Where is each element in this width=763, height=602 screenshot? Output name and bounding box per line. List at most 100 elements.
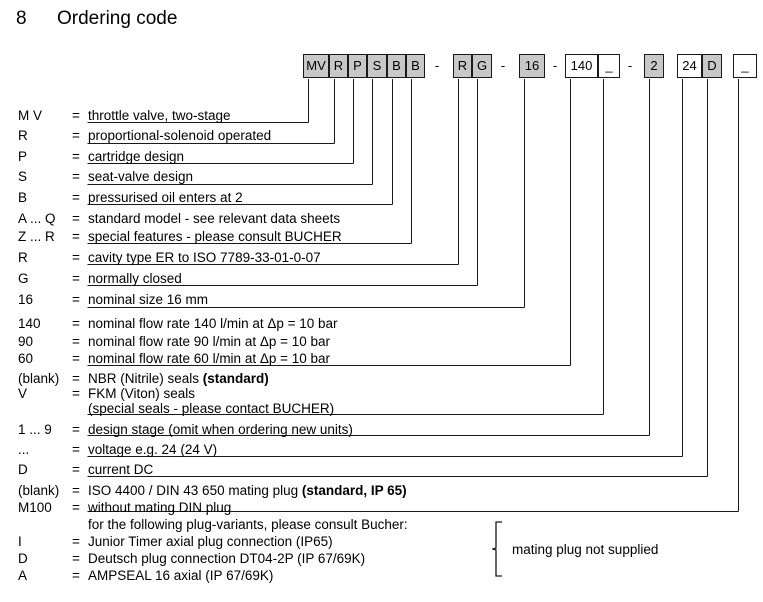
legend-row: M V=throttle valve, two-stage [0, 106, 500, 125]
legend-row-code: S [18, 169, 28, 184]
legend-row-equals: = [72, 351, 80, 366]
legend-row-equals: = [72, 316, 80, 331]
code-separator-2: - [552, 58, 558, 73]
legend-row: 1 ... 9=design stage (omit when ordering… [0, 420, 500, 439]
legend-row-equals: = [72, 500, 80, 515]
code-box-14[interactable]: _ [733, 54, 757, 78]
legend-row-description: standard model - see relevant data sheet… [88, 211, 341, 226]
code-box-1[interactable]: R [329, 54, 348, 78]
legend-row: D=Deutsch plug connection DT04-2P (IP 67… [0, 549, 500, 568]
mating-plug-note: mating plug not supplied [512, 542, 659, 557]
code-box-6[interactable]: R [453, 54, 472, 78]
code-separator-3: - [627, 58, 633, 73]
code-box-9[interactable]: 140 [565, 54, 598, 78]
code-box-10[interactable]: _ [598, 54, 620, 78]
legend-row-equals: = [72, 462, 80, 477]
legend-row-description: AMPSEAL 16 axial (IP 67/69K) [88, 568, 274, 583]
code-box-3[interactable]: S [367, 54, 387, 78]
legend-row-description: ISO 4400 / DIN 43 650 mating plug (stand… [88, 483, 407, 498]
legend-row-code: (blank) [18, 483, 60, 498]
legend-row: Z ... R = special features - please consul… [0, 227, 500, 246]
legend-row-equals: = [72, 534, 80, 549]
legend-row: G=normally closed [0, 269, 500, 288]
legend-row-equals: = [72, 108, 80, 123]
legend-row-description: nominal flow rate 60 l/min at Δp = 10 ba… [88, 351, 331, 366]
legend-row-code: V [18, 386, 28, 401]
legend-row: 60=nominal flow rate 60 l/min at Δp = 10… [0, 349, 500, 368]
legend-row-description: voltage e.g. 24 (24 V) [88, 442, 218, 457]
code-box-0[interactable]: MV [303, 54, 329, 78]
legend-row: 16 = nominal size 16 mm [0, 290, 500, 309]
legend-row-code: R [18, 250, 28, 265]
code-box-4[interactable]: B [387, 54, 406, 78]
legend-row-equals: = [72, 422, 80, 437]
legend-row-code: 16 [18, 292, 34, 307]
legend-row: (blank)=NBR (Nitrile) seals (standard) [0, 369, 500, 388]
legend-row-equals: = [72, 190, 80, 205]
code-box-13[interactable]: D [702, 54, 722, 78]
legend-row-code: I [18, 534, 22, 549]
section-number: 8 [16, 8, 27, 29]
legend-row-code: (blank) [18, 371, 60, 386]
legend-row: V=FKM (Viton) seals [0, 384, 500, 403]
legend-row-code: R [18, 128, 28, 143]
legend-row: (blank) = ISO 4400 / DIN 43 650 mating plu… [0, 481, 500, 500]
code-box-11[interactable]: 2 [644, 54, 664, 78]
code-box-5[interactable]: B [406, 54, 425, 78]
legend-row: D = current DC [0, 460, 500, 479]
legend-row-equals: = [72, 229, 80, 244]
legend-row-description: cartridge design [88, 149, 185, 164]
code-box-2[interactable]: P [348, 54, 367, 78]
legend-row-description: cavity type ER to ISO 7789-33-01-0-07 [88, 250, 321, 265]
legend-row-code: Z ... R [18, 229, 55, 244]
code-separator-1: - [500, 58, 506, 73]
curly-bracket-icon [492, 521, 502, 577]
legend-row-equals: = [72, 128, 80, 143]
legend-row: A ... Q=standard model - see relevant da… [0, 209, 500, 228]
legend-row-description: design stage (omit when ordering new uni… [88, 422, 353, 437]
legend-row-equals: = [72, 292, 80, 307]
legend-row: S=seat-valve design [0, 167, 500, 186]
legend-row-code: 140 [18, 316, 41, 331]
legend-row-description: current DC [88, 462, 154, 477]
legend-row: 90=nominal flow rate 90 l/min at Δp = 10… [0, 332, 500, 351]
legend-row-description: special features - please consult BUCHER [88, 229, 342, 244]
legend-row-description: for the following plug-variants, please … [88, 517, 408, 532]
code-box-8[interactable]: 16 [519, 54, 545, 78]
code-box-12[interactable]: 24 [677, 54, 702, 78]
legend-row-equals: = [72, 250, 80, 265]
code-box-7[interactable]: G [472, 54, 492, 78]
legend-row: (special seals - please contact BUCHER) [0, 399, 500, 418]
legend-row-description: nominal size 16 mm [88, 292, 209, 307]
legend-row-equals: = [72, 568, 80, 583]
legend-row-equals: = [72, 149, 80, 164]
legend-row: R=proportional-solenoid operated [0, 126, 500, 145]
page-heading: 8 Ordering code [0, 6, 763, 38]
legend-row-equals: = [72, 371, 80, 386]
legend-row: R = cavity type ER to ISO 7789-33-01-0-07 [0, 248, 500, 267]
legend-row-description: nominal flow rate 90 l/min at Δp = 10 ba… [88, 334, 331, 349]
legend-row: P = cartridge design [0, 147, 500, 166]
legend-row: A = AMPSEAL 16 axial (IP 67/69K) [0, 566, 500, 585]
legend-row: for the following plug-variants, please … [0, 515, 500, 534]
legend-row-description: nominal flow rate 140 l/min at Δp = 10 b… [88, 316, 338, 331]
legend-row-equals: = [72, 483, 80, 498]
legend-row-description: throttle valve, two-stage [88, 108, 231, 123]
legend-row-equals: = [72, 551, 80, 566]
legend-row-description: normally closed [88, 271, 182, 286]
legend-row-description: without mating DIN plug [88, 500, 232, 515]
legend-row-equals: = [72, 442, 80, 457]
legend-row: I=Junior Timer axial plug connection (IP… [0, 532, 500, 551]
legend-row-code: M100 [18, 500, 52, 515]
legend-row: B=pressurised oil enters at 2 [0, 188, 500, 207]
code-separator-0: - [434, 58, 440, 73]
legend-row-equals: = [72, 271, 80, 286]
legend-row-equals: = [72, 169, 80, 184]
legend-row-code: P [18, 149, 28, 164]
page-title: Ordering code [57, 8, 178, 29]
legend-row-code: A [18, 568, 28, 583]
legend-row-code: A ... Q [18, 211, 56, 226]
legend-row-code: D [18, 462, 28, 477]
